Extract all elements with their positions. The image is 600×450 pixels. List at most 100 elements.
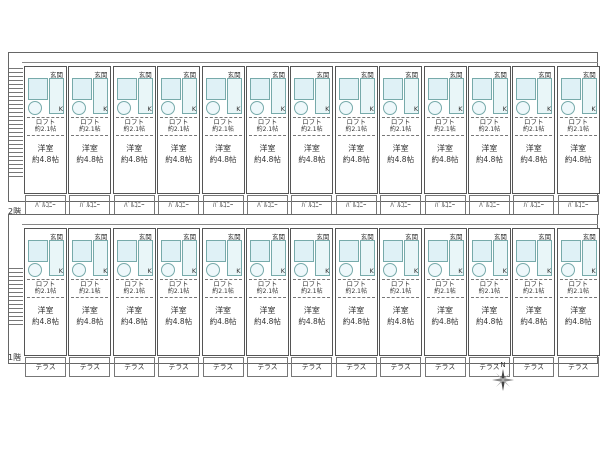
room-size: 約4.8帖 <box>298 155 326 164</box>
bathroom <box>72 78 93 100</box>
outdoor-space: テラス <box>380 357 422 377</box>
western-room: 洋室約4.8帖 <box>247 305 288 327</box>
loft-label: ロフト <box>35 118 56 126</box>
entrance-label: 玄関 <box>405 71 419 79</box>
loft-label: ロフト <box>346 280 366 288</box>
kitchen-counter <box>270 78 286 114</box>
loft-label: ロフト <box>213 118 233 126</box>
entrance-label: 玄関 <box>183 233 197 241</box>
outdoor-space: テラス <box>335 357 377 377</box>
western-room: 洋室約4.8帖 <box>203 143 244 165</box>
loft-size: 約2.1帖 <box>389 288 412 295</box>
bathroom <box>560 240 581 262</box>
loft-label: ロフト <box>168 280 189 288</box>
kitchen-counter <box>492 240 508 276</box>
western-room: 洋室約4.8帖 <box>513 143 554 165</box>
kitchen-label: K <box>458 267 463 275</box>
outdoor-space: テラス <box>25 357 66 377</box>
room-label: 洋室 <box>37 306 54 315</box>
entrance-label: 玄関 <box>538 71 552 79</box>
kitchen-counter <box>315 240 331 276</box>
entrance-label: 玄関 <box>227 71 241 79</box>
loft-size: 約2.1帖 <box>79 126 101 133</box>
entrance-label: 玄関 <box>183 71 197 79</box>
stair-icon <box>8 68 23 180</box>
entrance-label: 玄関 <box>94 71 108 79</box>
western-room: 洋室約4.8帖 <box>25 305 66 327</box>
outdoor-space: ﾊﾞﾙｺﾆｰ <box>291 195 333 215</box>
loft-area: ロフト約2.1帖 <box>515 117 553 136</box>
western-room: 洋室約4.8帖 <box>114 305 155 327</box>
toilet-icon <box>161 263 176 277</box>
room-label: 洋室 <box>525 144 542 153</box>
outdoor-space: テラス <box>202 357 244 377</box>
loft-label: ロフト <box>257 280 278 288</box>
outdoor-space: ﾊﾞﾙｺﾆｰ <box>202 195 244 215</box>
toilet-icon <box>383 263 398 277</box>
bathroom <box>560 78 581 100</box>
loft-area: ロフト約2.1帖 <box>248 117 286 136</box>
entrance-label: 玄関 <box>227 233 241 241</box>
outdoor-space: ﾊﾞﾙｺﾆｰ <box>557 195 599 215</box>
loft-label: ロフト <box>390 280 411 288</box>
bathroom <box>205 240 226 262</box>
entrance-label: 玄関 <box>493 71 507 79</box>
entrance-label: 玄関 <box>50 233 63 241</box>
loft-label: ロフト <box>346 118 366 126</box>
room-size: 約4.8帖 <box>32 155 59 164</box>
loft-label: ロフト <box>568 118 588 126</box>
loft-area: ロフト約2.1帖 <box>71 279 109 298</box>
loft-area: ロフト約2.1帖 <box>470 117 508 136</box>
room-size: 約4.8帖 <box>342 155 370 164</box>
compass-icon: N <box>488 360 518 394</box>
loft-label: ロフト <box>479 280 500 288</box>
loft-area: ロフト約2.1帖 <box>293 117 331 136</box>
kitchen-counter <box>226 78 242 114</box>
outdoor-space: テラス <box>513 357 555 377</box>
toilet-icon <box>471 263 486 277</box>
loft-size: 約2.1帖 <box>34 126 57 133</box>
room-size: 約4.8帖 <box>431 317 459 326</box>
outdoor-space: ﾊﾞﾙｺﾆｰ <box>158 195 200 215</box>
toilet-icon <box>427 101 442 115</box>
loft-area: ロフト約2.1帖 <box>71 117 109 136</box>
kitchen-counter <box>359 240 375 276</box>
loft-area: ロフト約2.1帖 <box>115 117 153 136</box>
loft-area: ロフト約2.1帖 <box>470 279 508 298</box>
room-label: 洋室 <box>37 144 54 153</box>
outdoor-space: テラス <box>69 357 111 377</box>
outdoor-space: テラス <box>468 357 510 377</box>
kitchen-counter <box>359 78 375 114</box>
loft-size: 約2.1帖 <box>301 288 323 295</box>
room-label: 洋室 <box>81 144 98 153</box>
room-size: 約4.8帖 <box>165 317 193 326</box>
western-room: 洋室約4.8帖 <box>380 143 421 165</box>
kitchen-label: K <box>191 267 197 275</box>
room-size: 約4.8帖 <box>298 317 326 326</box>
bathroom <box>471 78 492 100</box>
outdoor-space: ﾊﾞﾙｺﾆｰ <box>246 195 288 215</box>
kitchen-label: K <box>369 105 374 113</box>
stair-icon <box>8 268 23 328</box>
bathroom <box>383 240 404 262</box>
room-size: 約4.8帖 <box>564 317 592 326</box>
western-room: 洋室約4.8帖 <box>469 143 510 165</box>
corridor <box>22 52 598 63</box>
western-room: 洋室約4.8帖 <box>425 305 466 327</box>
entrance-label: 玄関 <box>94 233 108 241</box>
room-label: 洋室 <box>525 306 542 315</box>
toilet-icon <box>205 101 220 115</box>
room-size: 約4.8帖 <box>564 155 592 164</box>
kitchen-label: K <box>191 105 197 113</box>
room-label: 洋室 <box>348 306 365 315</box>
loft-size: 約2.1帖 <box>123 126 146 133</box>
kitchen-counter <box>93 78 109 114</box>
loft-area: ロフト約2.1帖 <box>115 279 153 298</box>
